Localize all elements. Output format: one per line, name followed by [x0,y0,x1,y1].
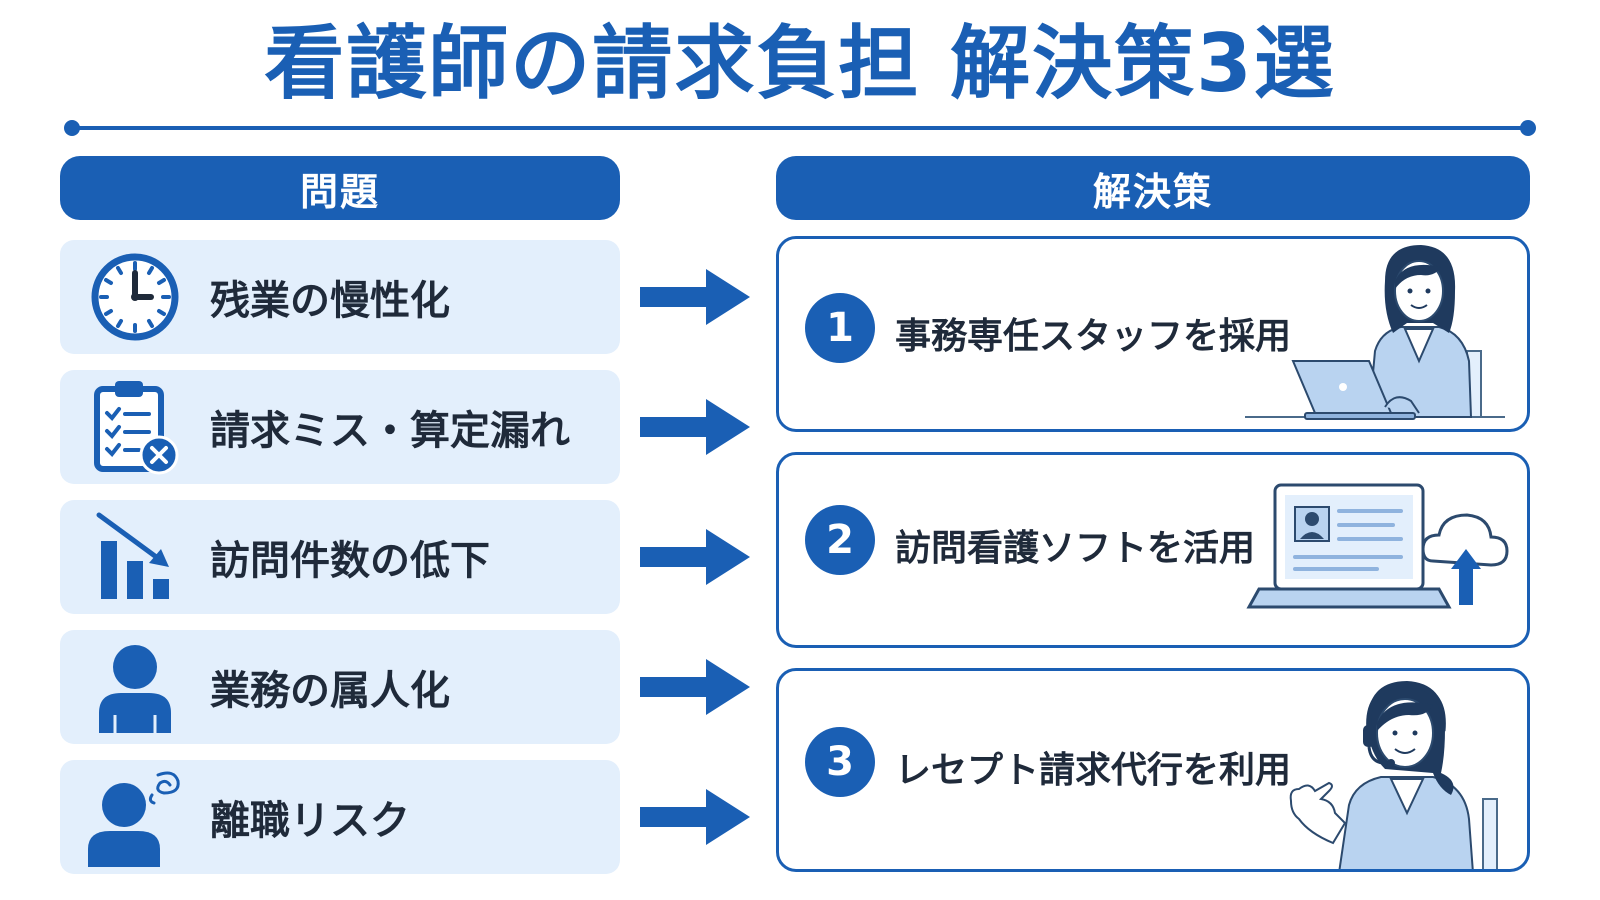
solution-number-badge: 1 [805,293,875,363]
solution-label: 事務専任スタッフを採用 [895,316,1292,357]
page-title: 看護師の請求負担 解決策3選 [264,17,1336,110]
arrow-right-icon [640,659,750,715]
problem-item-overtime: 残業の慢性化 [60,240,620,354]
solution-label: 訪問看護ソフトを活用 [895,528,1256,569]
arrow-right-icon [640,399,750,455]
problem-label: 請求ミス・算定漏れ [210,408,570,454]
solution-number-badge: 3 [805,727,875,797]
divider-dot-right [1520,120,1536,136]
arrow-right-icon [640,529,750,585]
clock-icon [60,240,210,354]
problem-item-turnover-risk: 離職リスク [60,760,620,874]
solution-card-3: 3 レセプト請求代行を利用 [776,668,1530,872]
clipboard-error-icon [60,370,210,484]
person-icon [60,630,210,744]
title-divider [64,120,1536,136]
declining-chart-icon [60,500,210,614]
problem-label: 業務の属人化 [210,668,450,714]
arrow-right-icon [640,269,750,325]
arrow-right-icon [640,789,750,845]
problem-label: 離職リスク [210,798,410,844]
solutions-header: 解決策 [776,156,1530,220]
office-worker-laptop-icon [1245,245,1505,420]
problem-item-visit-decline: 訪問件数の低下 [60,500,620,614]
solution-number-badge: 2 [805,505,875,575]
divider-dot-left [64,120,80,136]
solution-card-1: 1 事務専任スタッフを採用 [776,236,1530,432]
problem-item-billing-errors: 請求ミス・算定漏れ [60,370,620,484]
problem-label: 訪問件数の低下 [210,538,490,584]
stressed-person-icon [60,760,210,874]
problems-header: 問題 [60,156,620,220]
problem-item-knowledge-silo: 業務の属人化 [60,630,620,744]
solution-label: レセプト請求代行を利用 [895,750,1292,791]
headset-operator-icon [1289,681,1498,869]
solution-card-2: 2 訪問看護ソフトを活用 [776,452,1530,648]
laptop-cloud-upload-icon [1246,483,1509,609]
problem-label: 残業の慢性化 [210,278,450,324]
